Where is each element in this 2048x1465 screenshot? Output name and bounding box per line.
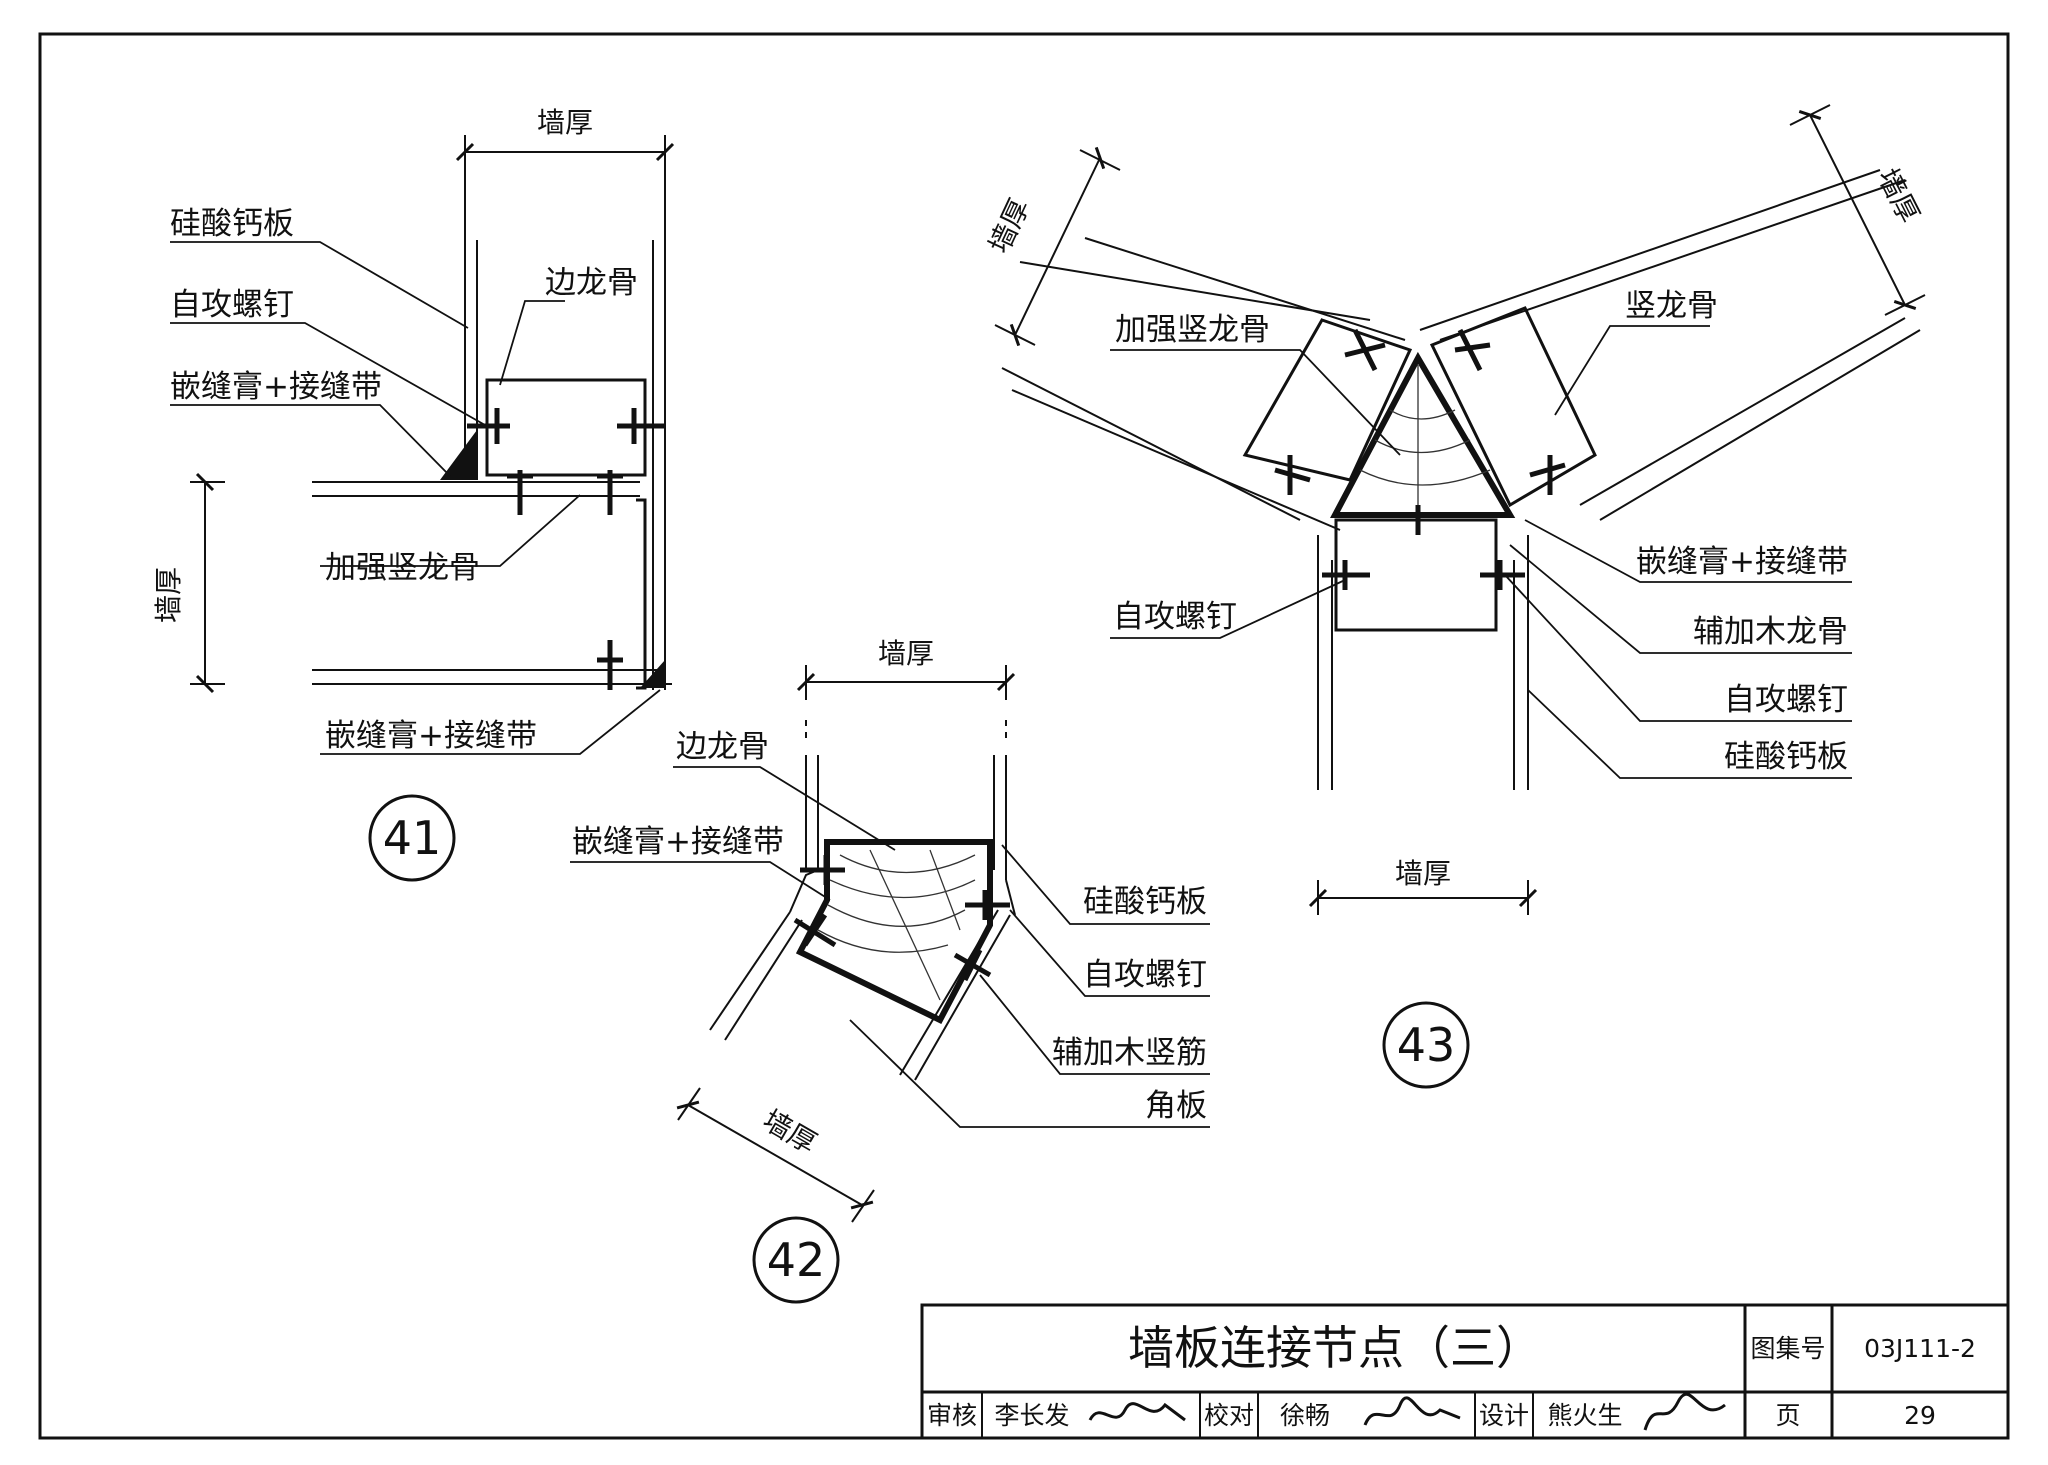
d41-wall-thickness-left: 墙厚 xyxy=(152,567,185,623)
detail-43-number: 43 xyxy=(1397,1018,1456,1072)
d41-label-joint-compound-bottom: 嵌缝膏+接缝带 xyxy=(325,718,537,754)
page-number: 29 xyxy=(1904,1401,1936,1430)
d42-label-wood-vertical-bar: 辅加木竖筋 xyxy=(1052,1035,1207,1071)
d42-wall-thickness-top: 墙厚 xyxy=(878,637,934,670)
d41-label-joint-compound: 嵌缝膏+接缝带 xyxy=(170,369,382,405)
d42-label-edge-keel: 边龙骨 xyxy=(676,729,769,765)
d43-label-reinforced-keel: 加强竖龙骨 xyxy=(1115,312,1270,348)
atlas-label: 图集号 xyxy=(1750,1334,1825,1363)
review-label: 审核 xyxy=(927,1401,977,1430)
d43-label-calcium-silicate-board: 硅酸钙板 xyxy=(1724,739,1848,775)
joint-compound-fillet xyxy=(440,430,477,480)
d43-label-self-tapping-screw-left: 自攻螺钉 xyxy=(1113,599,1237,635)
d43-wall-thickness-left: 墙厚 xyxy=(983,194,1037,259)
detail-42-number: 42 xyxy=(767,1233,826,1287)
vertical-keel-43 xyxy=(1429,306,1597,508)
reinforced-vertical-keel-43 xyxy=(1242,318,1413,482)
reviewer-name: 李长发 xyxy=(994,1401,1069,1430)
detail-42-circle xyxy=(752,1216,840,1304)
d41-label-reinforced-keel: 加强竖龙骨 xyxy=(325,550,480,586)
atlas-number: 03J111-2 xyxy=(1864,1334,1976,1363)
d42-wall-thickness-bottom: 墙厚 xyxy=(757,1103,822,1160)
d41-wall-thickness-top: 墙厚 xyxy=(537,106,593,139)
checker-signature xyxy=(1363,1396,1461,1426)
d41-label-calcium-silicate-board: 硅酸钙板 xyxy=(170,206,294,242)
additional-wood-keel-shape xyxy=(1330,351,1516,518)
design-label: 设计 xyxy=(1479,1401,1529,1430)
d43-label-joint-compound: 嵌缝膏+接缝带 xyxy=(1636,544,1848,580)
reviewer-signature xyxy=(1088,1402,1186,1422)
d43-wall-thickness-bottom: 墙厚 xyxy=(1395,857,1451,890)
d41-label-edge-keel: 边龙骨 xyxy=(545,265,638,301)
detail-41-number: 41 xyxy=(383,811,442,865)
d43-label-wood-keel: 辅加木龙骨 xyxy=(1693,614,1848,650)
designer-name: 熊火生 xyxy=(1547,1401,1622,1430)
check-label: 校对 xyxy=(1204,1401,1254,1430)
checker-name: 徐畅 xyxy=(1280,1401,1330,1430)
detail-41 xyxy=(170,135,675,882)
d42-label-joint-compound: 嵌缝膏+接缝带 xyxy=(572,824,784,860)
detail-43-circle xyxy=(1382,1001,1470,1089)
designer-signature xyxy=(1643,1392,1726,1431)
title-block xyxy=(920,1303,2010,1440)
d43-wall-thickness-right: 墙厚 xyxy=(1871,163,1926,228)
detail-41-circle xyxy=(368,794,456,882)
d42-label-calcium-silicate-board: 硅酸钙板 xyxy=(1083,884,1207,920)
edge-keel-42-shape xyxy=(795,839,993,1024)
d43-label-self-tapping-screw-right: 自攻螺钉 xyxy=(1724,682,1848,718)
d42-label-corner-board: 角板 xyxy=(1145,1088,1207,1124)
d41-label-self-tapping-screw: 自攻螺钉 xyxy=(170,287,294,323)
d43-label-vertical-keel: 竖龙骨 xyxy=(1625,288,1718,324)
detail-42 xyxy=(570,665,1210,1304)
sheet-title: 墙板连接节点（三） xyxy=(1128,1321,1542,1375)
detail-43 xyxy=(994,104,1926,1089)
page-label: 页 xyxy=(1775,1401,1800,1430)
d42-label-self-tapping-screw: 自攻螺钉 xyxy=(1083,957,1207,993)
